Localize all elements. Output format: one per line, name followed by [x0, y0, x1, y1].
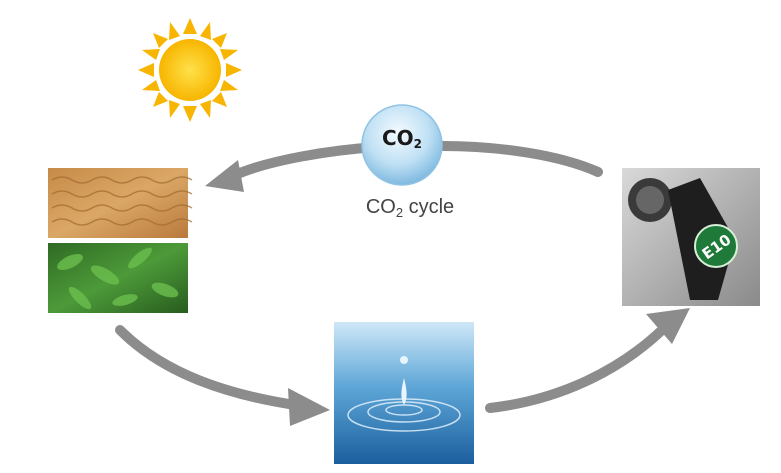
co2-bubble: [361, 104, 443, 186]
co2-bubble-main: CO: [381, 126, 414, 150]
arrow-bottom-left: [115, 325, 330, 426]
sugar-beet-field-image: [48, 243, 188, 313]
caption-co: CO: [365, 196, 396, 218]
co2-cycle-caption: CO2 cycle: [340, 196, 480, 220]
sun-icon: [138, 18, 242, 122]
water-drop-image: [334, 322, 474, 464]
caption-subscript: 2: [395, 205, 404, 220]
wheat-field-image: [48, 168, 193, 238]
co2-bubble-subscript: 2: [413, 137, 423, 151]
caption-cycle: cycle: [403, 196, 455, 218]
fuel-pump-nozzle-image: E10: [622, 168, 760, 306]
arrow-top-left: [205, 142, 383, 192]
arrow-top-right: [437, 141, 603, 177]
co2-bubble-label: CO2: [362, 126, 442, 151]
arrow-bottom-right: [485, 308, 690, 413]
